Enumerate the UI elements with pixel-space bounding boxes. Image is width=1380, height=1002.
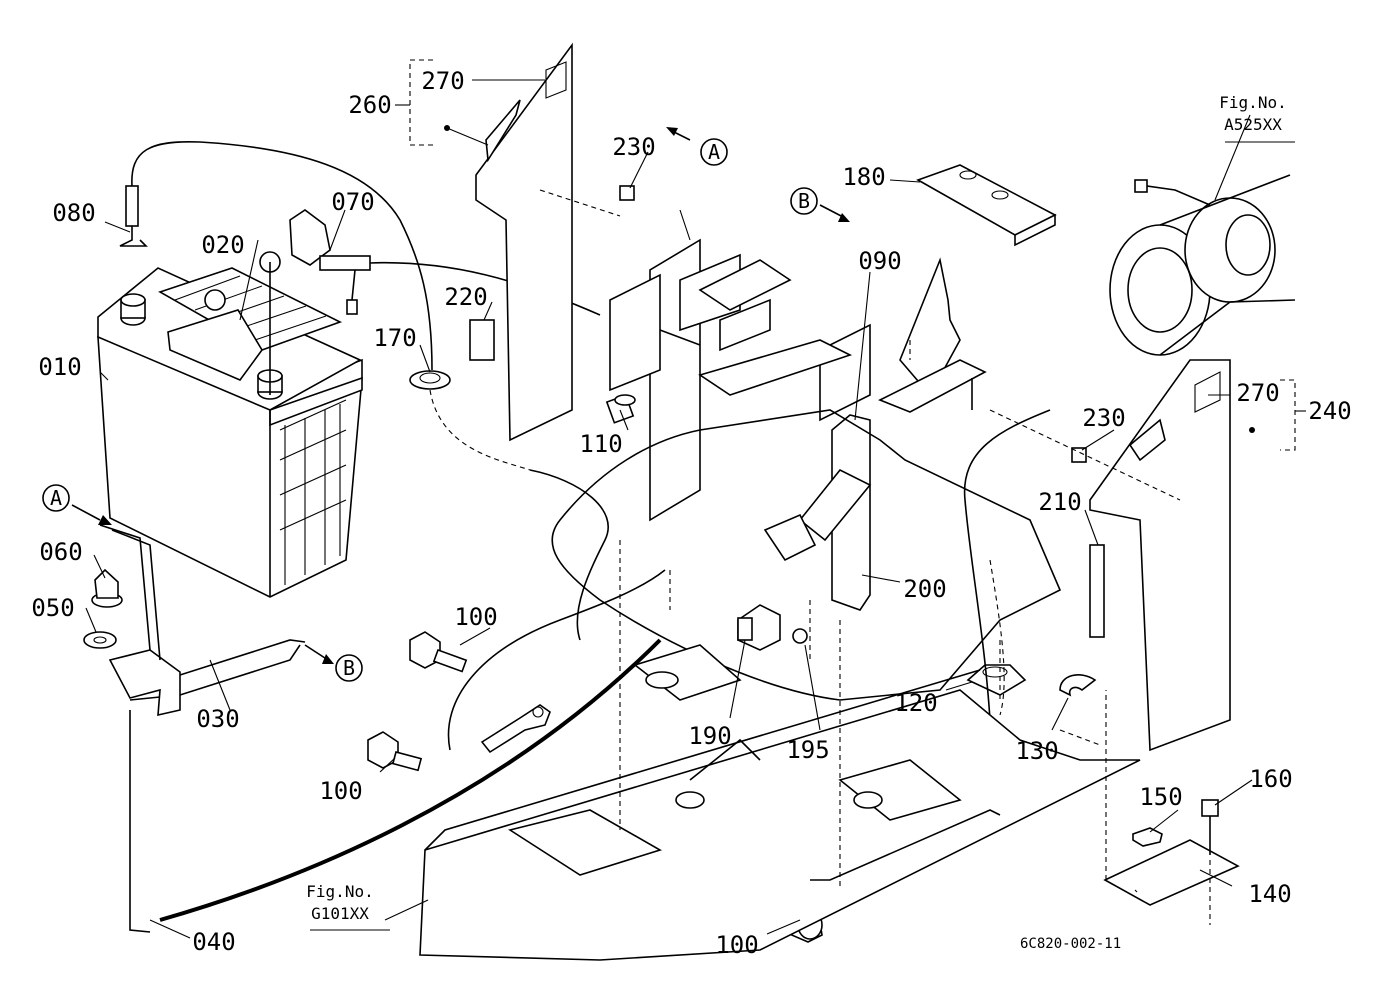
callout-c195: 195 (786, 736, 829, 764)
callout-c070: 070 (331, 188, 374, 216)
callout-c170: 170 (373, 324, 416, 352)
switch-190 (737, 604, 781, 651)
callout-c060: 060 (39, 538, 82, 566)
washer-050 (83, 631, 117, 649)
callout-c100b: 100 (319, 777, 362, 805)
wing-nut-060 (91, 568, 123, 608)
marker-circle (790, 187, 818, 215)
bolt-160 (1201, 799, 1219, 855)
marker-mB1: B (790, 187, 818, 215)
figure-ref-code: G101XX (311, 904, 369, 923)
panel-260 (395, 42, 573, 442)
callout-c270a: 270 (421, 67, 464, 95)
cable-clamp-080 (119, 140, 433, 371)
callout-c050: 050 (31, 594, 74, 622)
callout-c040: 040 (192, 928, 235, 956)
figure-references: Fig.No. A525XX Fig.No. G101XX (306, 93, 1286, 923)
wire-harness (963, 409, 1051, 721)
motor-assembly (1109, 174, 1296, 356)
grommets-120-130 (966, 664, 1097, 697)
strip-210 (1089, 544, 1105, 638)
leader-lines (85, 79, 1253, 939)
base-plate (551, 409, 1062, 701)
callout-c200: 200 (903, 575, 946, 603)
callout-c110: 110 (579, 430, 622, 458)
callout-c160: 160 (1249, 765, 1292, 793)
callout-c090: 090 (858, 247, 901, 275)
alignment-lines (539, 189, 1211, 925)
cable-040 (159, 638, 662, 922)
connector-230a (619, 185, 635, 201)
marker-letter: A (50, 486, 62, 510)
callout-c190: 190 (688, 722, 731, 750)
callout-c260: 260 (348, 91, 391, 119)
cable-terminal (480, 704, 551, 754)
callout-c150: 150 (1139, 783, 1182, 811)
plate-140 (1103, 839, 1240, 906)
spacer-110 (605, 394, 636, 424)
panel-240 (1089, 359, 1306, 752)
callout-c020: 020 (201, 231, 244, 259)
pad-150 (1132, 827, 1163, 847)
bolt-195 (792, 628, 808, 644)
callout-c010: 010 (38, 353, 81, 381)
callout-labels: 010 020 030 040 050 060 070 080 090 100 100 100 110 1… (31, 67, 1351, 959)
callout-c230a: 230 (612, 133, 655, 161)
callout-c120: 120 (894, 689, 937, 717)
marker-letter: B (343, 656, 355, 680)
callout-c210: 210 (1038, 488, 1081, 516)
connector-230b (1071, 447, 1087, 463)
callout-c100c: 100 (715, 931, 758, 959)
drawing-number: 6C820-002-11 (1020, 936, 1121, 952)
battery-010 (97, 267, 363, 598)
rod-030 (99, 524, 306, 933)
marker-circle (335, 654, 363, 682)
callout-c130: 130 (1015, 737, 1058, 765)
figure-ref-code: A525XX (1224, 115, 1282, 134)
marker-letter: A (708, 140, 720, 164)
marker-mA2: A (42, 484, 70, 512)
circle-markers: A B A B (42, 138, 818, 682)
callout-c220: 220 (444, 283, 487, 311)
callout-c230b: 230 (1082, 404, 1125, 432)
direction-arrows (71, 127, 850, 664)
callout-c080: 080 (52, 199, 95, 227)
callout-c140: 140 (1248, 880, 1291, 908)
callout-c100a: 100 (454, 603, 497, 631)
marker-letter: B (798, 189, 810, 213)
callout-c030: 030 (196, 705, 239, 733)
marker-circle (42, 484, 70, 512)
marker-mA1: A (700, 138, 728, 166)
callout-c240: 240 (1308, 397, 1351, 425)
figure-ref-label: Fig.No. (306, 882, 373, 901)
marker-circle (700, 138, 728, 166)
figure-ref-label: Fig.No. (1219, 93, 1286, 112)
gasket-220 (469, 319, 495, 361)
callout-c270b: 270 (1236, 379, 1279, 407)
callout-c180: 180 (842, 163, 885, 191)
marker-mB2: B (335, 654, 363, 682)
bracket-assembly (609, 164, 1057, 611)
frame (419, 644, 1141, 961)
